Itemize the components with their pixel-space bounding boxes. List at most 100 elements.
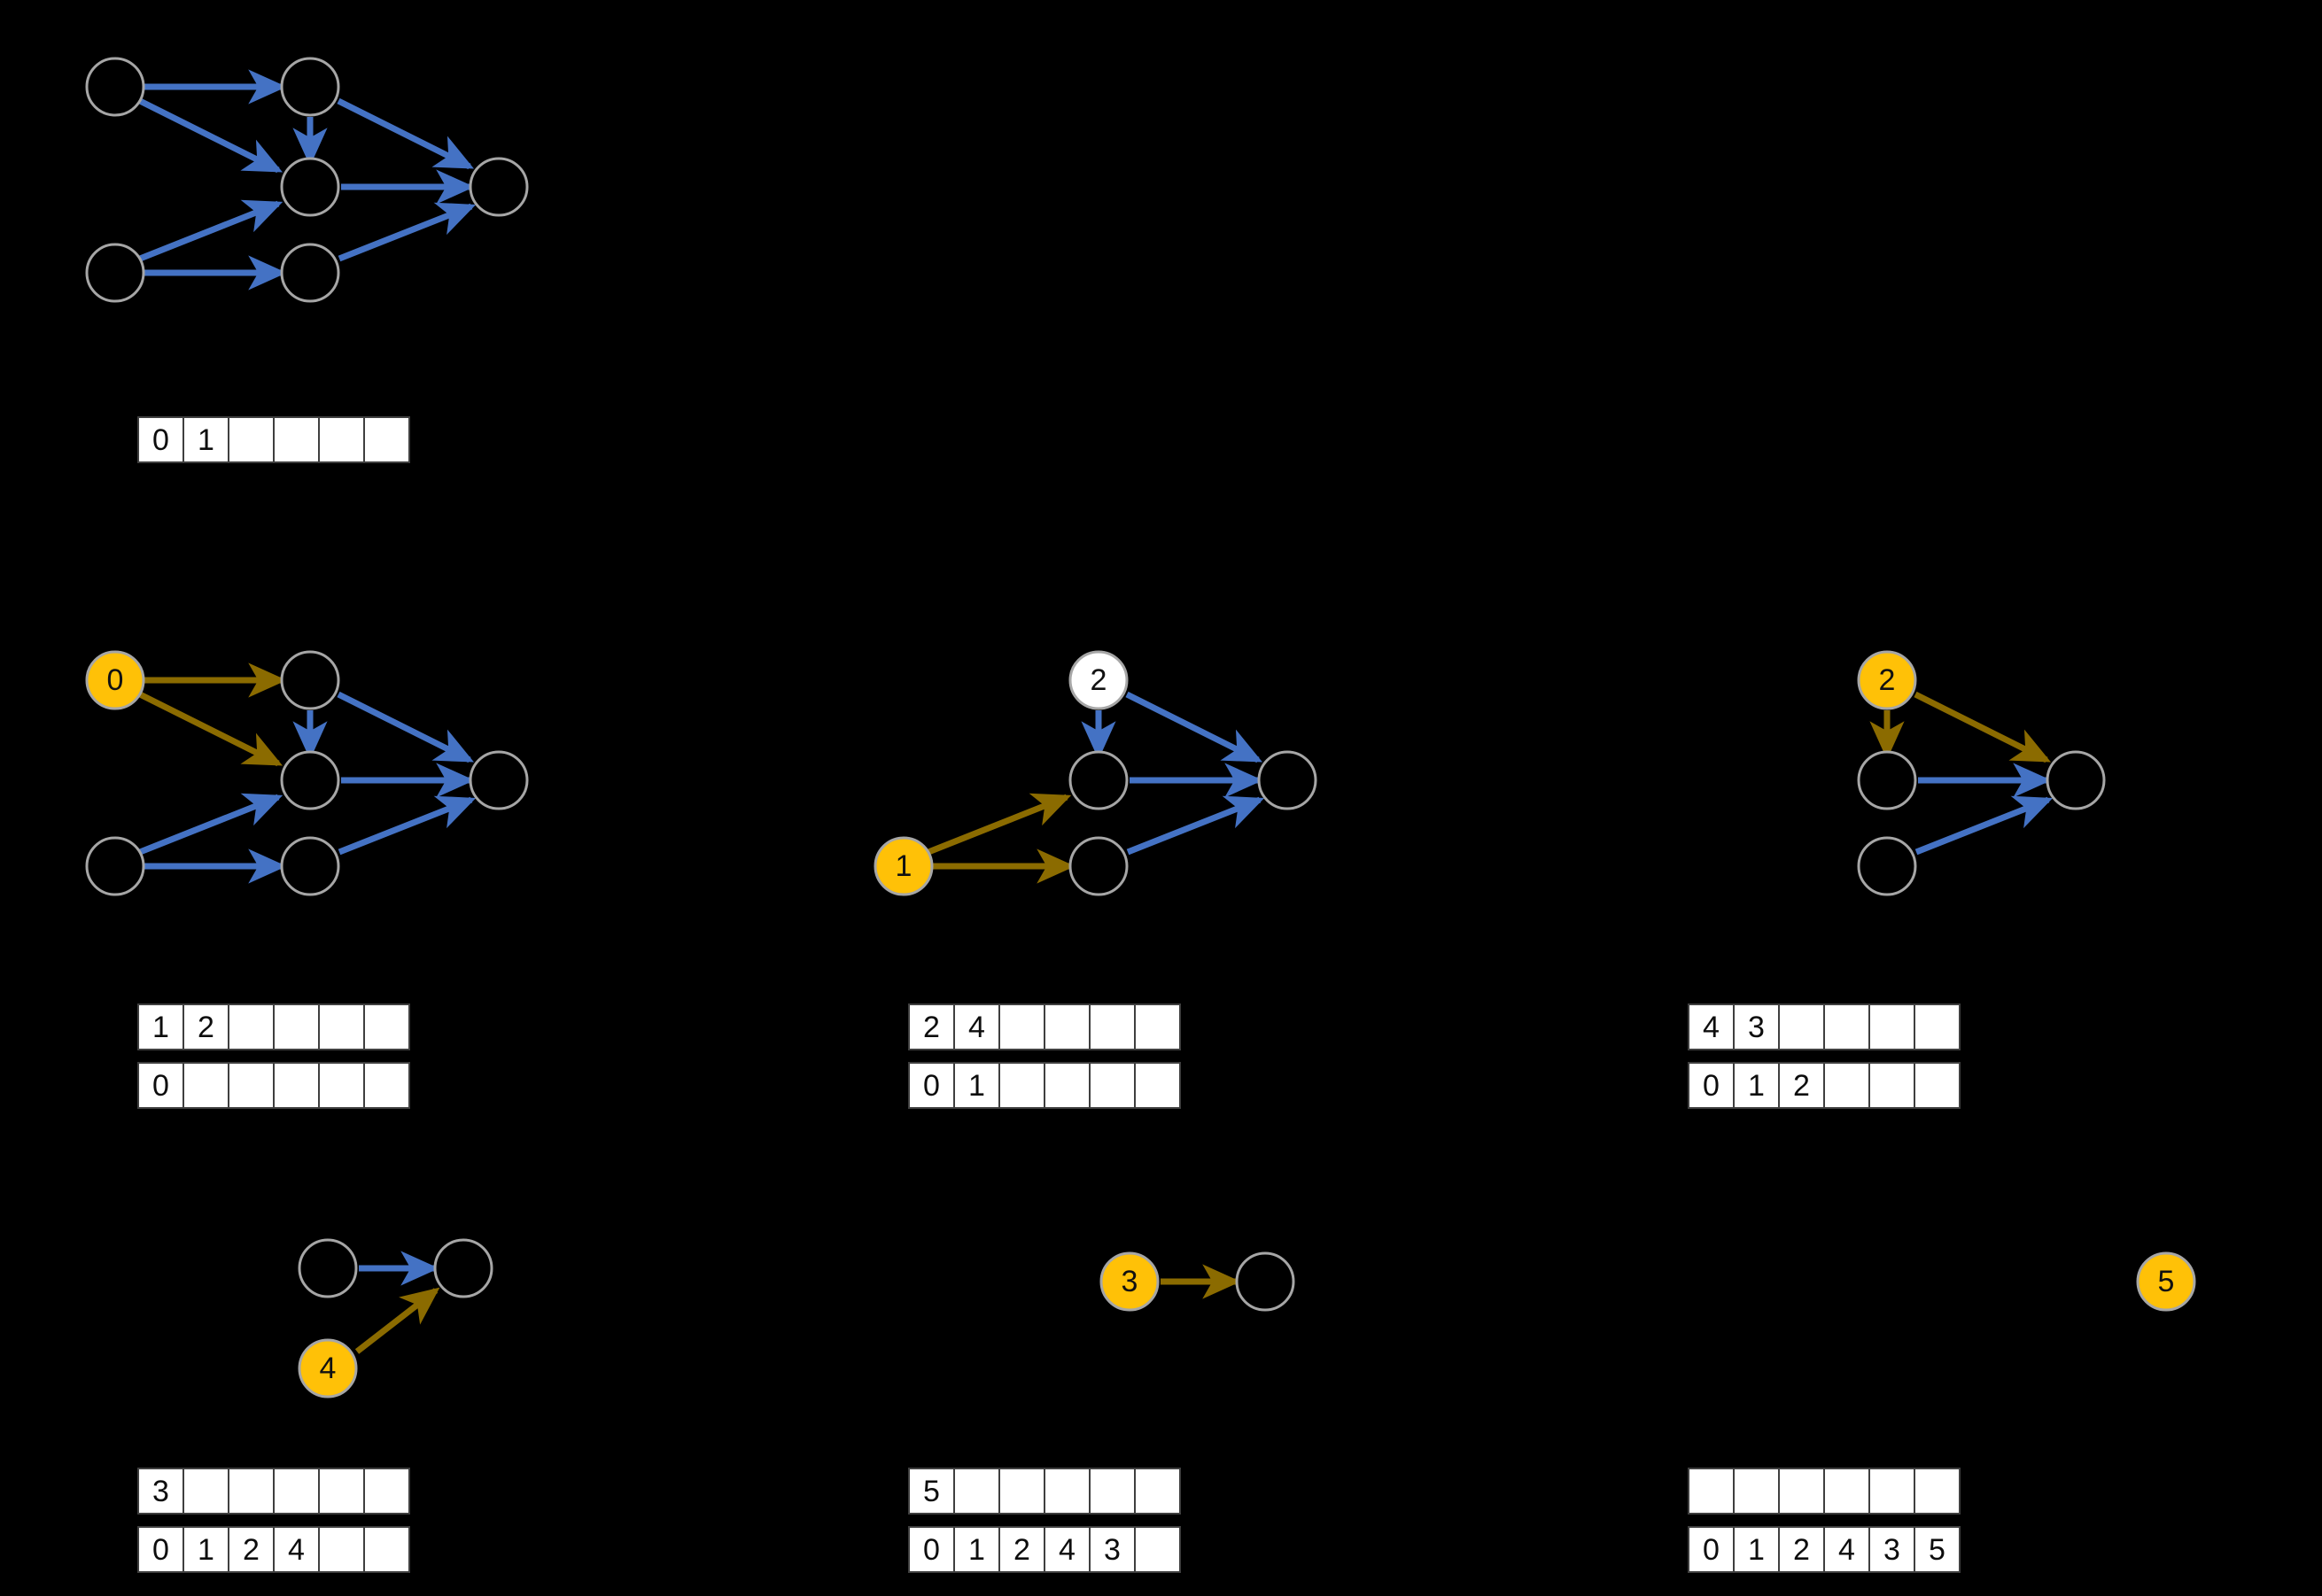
node-B[interactable]	[280, 57, 340, 117]
array-cell[interactable]: 3	[1868, 1526, 1915, 1573]
array-cell[interactable]	[1868, 1003, 1915, 1050]
node-A[interactable]	[85, 57, 145, 117]
array-cell[interactable]	[318, 1003, 365, 1050]
array-cell[interactable]	[1044, 1003, 1091, 1050]
array-cell[interactable]: 1	[182, 1526, 229, 1573]
node-C[interactable]	[1099, 1251, 1160, 1312]
array-cell[interactable]	[228, 416, 275, 463]
array-cell[interactable]	[1914, 1062, 1961, 1109]
node-E[interactable]	[280, 243, 340, 303]
array-cell[interactable]: 2	[908, 1003, 955, 1050]
node-D[interactable]	[85, 836, 145, 896]
array-cell[interactable]	[998, 1003, 1045, 1050]
node-C[interactable]	[1857, 750, 1917, 810]
array-cell[interactable]: 2	[1778, 1526, 1825, 1573]
array-cell[interactable]: 0	[908, 1526, 955, 1573]
array-cell[interactable]	[273, 1468, 320, 1515]
array-cell[interactable]	[1044, 1468, 1091, 1515]
array-cell[interactable]: 5	[1914, 1526, 1961, 1573]
node-F[interactable]	[1235, 1251, 1295, 1312]
node-D[interactable]	[85, 243, 145, 303]
array-cell[interactable]	[1089, 1003, 1136, 1050]
node-B[interactable]	[1857, 650, 1917, 710]
array-cell[interactable]: 4	[953, 1003, 1000, 1050]
array-cell[interactable]	[228, 1468, 275, 1515]
node-B[interactable]	[1068, 650, 1129, 710]
node-C[interactable]	[298, 1238, 358, 1298]
array-cell[interactable]	[363, 416, 410, 463]
array-cell[interactable]	[1134, 1003, 1181, 1050]
array-cell[interactable]	[318, 1062, 365, 1109]
node-F[interactable]	[1257, 750, 1317, 810]
array-cell[interactable]	[1134, 1526, 1181, 1573]
array-cell[interactable]: 2	[228, 1526, 275, 1573]
array-cell[interactable]	[1778, 1468, 1825, 1515]
array-cell[interactable]	[1823, 1003, 1870, 1050]
node-E[interactable]	[1068, 836, 1129, 896]
array-cell[interactable]	[1089, 1468, 1136, 1515]
array-cell[interactable]	[1868, 1062, 1915, 1109]
array-cell[interactable]	[1778, 1003, 1825, 1050]
array-cell[interactable]	[953, 1468, 1000, 1515]
array-cell[interactable]: 1	[1733, 1526, 1780, 1573]
array-cell[interactable]	[228, 1003, 275, 1050]
array-cell[interactable]	[273, 1003, 320, 1050]
array-cell[interactable]: 1	[137, 1003, 184, 1050]
node-F[interactable]	[469, 750, 529, 810]
array-cell[interactable]	[998, 1062, 1045, 1109]
array-cell[interactable]	[363, 1003, 410, 1050]
array-cell[interactable]: 0	[908, 1062, 955, 1109]
node-F[interactable]	[433, 1238, 493, 1298]
array-cell[interactable]: 0	[1688, 1062, 1735, 1109]
array-cell[interactable]: 0	[137, 416, 184, 463]
node-E[interactable]	[280, 836, 340, 896]
array-cell[interactable]	[1914, 1468, 1961, 1515]
array-cell[interactable]: 2	[1778, 1062, 1825, 1109]
array-cell[interactable]: 4	[1823, 1526, 1870, 1573]
array-cell[interactable]	[1823, 1062, 1870, 1109]
array-cell[interactable]	[182, 1062, 229, 1109]
node-C[interactable]	[280, 157, 340, 217]
array-cell[interactable]: 4	[1044, 1526, 1091, 1573]
array-cell[interactable]: 3	[137, 1468, 184, 1515]
array-cell[interactable]: 3	[1089, 1526, 1136, 1573]
array-cell[interactable]	[1688, 1468, 1735, 1515]
array-cell[interactable]: 1	[953, 1062, 1000, 1109]
node-F[interactable]	[469, 157, 529, 217]
array-cell[interactable]: 1	[182, 416, 229, 463]
node-E[interactable]	[1857, 836, 1917, 896]
array-cell[interactable]	[1044, 1062, 1091, 1109]
array-cell[interactable]: 3	[1733, 1003, 1780, 1050]
node-D[interactable]	[874, 836, 934, 896]
node-B[interactable]	[280, 650, 340, 710]
array-cell[interactable]	[363, 1526, 410, 1573]
array-cell[interactable]: 1	[953, 1526, 1000, 1573]
array-cell[interactable]	[1914, 1003, 1961, 1050]
array-cell[interactable]: 0	[137, 1062, 184, 1109]
array-cell[interactable]	[318, 416, 365, 463]
array-cell[interactable]: 0	[1688, 1526, 1735, 1573]
array-cell[interactable]	[318, 1468, 365, 1515]
array-cell[interactable]	[182, 1468, 229, 1515]
array-cell[interactable]	[228, 1062, 275, 1109]
array-cell[interactable]: 2	[998, 1526, 1045, 1573]
array-cell[interactable]	[318, 1526, 365, 1573]
node-F[interactable]	[2046, 750, 2106, 810]
array-cell[interactable]: 4	[1688, 1003, 1735, 1050]
array-cell[interactable]	[1823, 1468, 1870, 1515]
node-C[interactable]	[1068, 750, 1129, 810]
array-cell[interactable]	[998, 1468, 1045, 1515]
array-cell[interactable]: 5	[908, 1468, 955, 1515]
array-cell[interactable]: 4	[273, 1526, 320, 1573]
array-cell[interactable]	[273, 416, 320, 463]
array-cell[interactable]	[1134, 1062, 1181, 1109]
array-cell[interactable]	[1733, 1468, 1780, 1515]
array-cell[interactable]	[273, 1062, 320, 1109]
node-A[interactable]	[85, 650, 145, 710]
array-cell[interactable]	[363, 1062, 410, 1109]
array-cell[interactable]	[1134, 1468, 1181, 1515]
array-cell[interactable]	[363, 1468, 410, 1515]
array-cell[interactable]: 0	[137, 1526, 184, 1573]
array-cell[interactable]: 1	[1733, 1062, 1780, 1109]
array-cell[interactable]	[1089, 1062, 1136, 1109]
